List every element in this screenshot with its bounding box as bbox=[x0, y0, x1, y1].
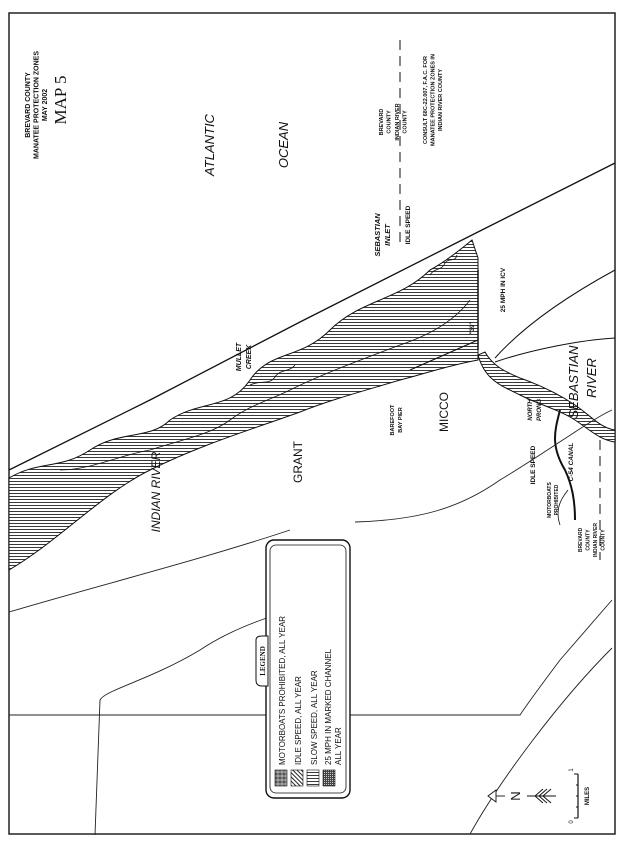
legend-swatch-25-mph bbox=[322, 769, 336, 787]
scale-start: 0 bbox=[569, 820, 575, 824]
county-label: COUNTY bbox=[387, 110, 393, 134]
road-3 bbox=[94, 609, 291, 836]
note-line-2: MANATEE PROTECTION ZONES IN bbox=[431, 54, 437, 146]
title-line-3: MAY 2002 bbox=[42, 89, 49, 121]
label-barefoot-1: BAREFOOT bbox=[390, 404, 396, 436]
label-sebastian-river-2: RIVER bbox=[584, 358, 599, 398]
scale-end: 1 bbox=[569, 768, 575, 772]
note-line-3: INDIAN RIVER COUNTY bbox=[438, 69, 444, 131]
legend-label-slow-speed: SLOW SPEED, ALL YEAR bbox=[310, 670, 319, 765]
motorboats-leader bbox=[557, 489, 569, 526]
label-mullet-creek-2: CREEK bbox=[246, 344, 253, 369]
label-grant: GRANT bbox=[291, 440, 305, 483]
annotation-idle-speed-inlet: IDLE SPEED bbox=[405, 205, 412, 244]
legend-label-idle-speed: IDLE SPEED, ALL YEAR bbox=[294, 676, 303, 765]
label-c54-canal: C-54 CANAL bbox=[568, 443, 575, 482]
annotation-idle-speed-canal: IDLE SPEED bbox=[530, 445, 537, 484]
title-line-1: BREVARD COUNTY bbox=[25, 72, 32, 138]
label-indian-river: INDIAN RIVER bbox=[149, 451, 163, 532]
legend-swatch-motorboats-prohibited bbox=[274, 769, 288, 787]
scale-unit: MILES bbox=[585, 787, 591, 805]
annotation-motorboats-1: MOTORBOATS bbox=[547, 482, 553, 518]
c54-canal bbox=[554, 409, 576, 521]
brevard-label: BREVARD bbox=[578, 527, 584, 552]
brevard-label: BREVARD bbox=[379, 109, 385, 136]
legend-label-motorboats-prohibited: MOTORBOATS PROHIBITED, ALL YEAR bbox=[278, 616, 287, 765]
map-number: MAP 5 bbox=[51, 76, 70, 125]
north-arrow: N bbox=[487, 788, 556, 804]
label-sebastian-inlet-2: INLET bbox=[383, 223, 392, 246]
legend-swatch-idle-speed bbox=[290, 769, 304, 787]
indian-river-label: INDIAN RIVER bbox=[593, 523, 599, 557]
coastline bbox=[8, 162, 616, 471]
label-ocean: OCEAN bbox=[276, 121, 291, 168]
county-labels-top: BREVARD COUNTY INDIAN RIVER COUNTY bbox=[379, 103, 409, 140]
indian-river-slow-speed-zone bbox=[8, 239, 479, 571]
label-north-prong-1: NORTH bbox=[528, 399, 534, 421]
road-1 bbox=[8, 529, 291, 613]
north-label: N bbox=[508, 791, 523, 800]
sebastian-river-zone bbox=[477, 351, 616, 443]
label-barefoot-2: BAY PIER bbox=[398, 407, 404, 432]
county-labels-bottom: BREVARD COUNTY INDIAN RIVER COUNTY bbox=[578, 523, 607, 557]
lagoon-island-edge bbox=[59, 299, 471, 471]
legend-title: LEGEND bbox=[259, 646, 267, 676]
road-5 bbox=[469, 647, 613, 835]
consult-note: CONSULT 68C-22.007, F.A.C. FOR MANATEE P… bbox=[423, 54, 444, 146]
annotation-motorboats-2: PROHIBITED bbox=[554, 484, 560, 515]
road-2 bbox=[354, 409, 613, 523]
title-block: BREVARD COUNTY MANATEE PROTECTION ZONES … bbox=[25, 51, 70, 159]
mullet-creek-shoreline bbox=[249, 254, 458, 386]
channel-marker-line bbox=[409, 339, 479, 371]
road-4 bbox=[9, 599, 613, 716]
county-label: COUNTY bbox=[586, 529, 592, 551]
legend-label-25-mph: 25 MPH IN MARKED CHANNEL bbox=[324, 648, 333, 765]
county-label: COUNTY bbox=[601, 529, 607, 551]
label-mullet-creek-1: MULLET bbox=[236, 342, 243, 371]
label-sebastian-inlet-1: SEBASTIAN bbox=[373, 213, 382, 257]
annotation-25-mph-icv: 25 MPH IN ICV bbox=[500, 267, 507, 312]
indian-river-label: INDIAN RIVER bbox=[395, 103, 401, 140]
sebastian-river-bank bbox=[494, 269, 616, 359]
note-line-1: CONSULT 68C-22.007, F.A.C. FOR bbox=[423, 56, 429, 144]
label-sebastian-river-1: SEBASTIAN bbox=[566, 345, 581, 419]
north-arrowhead-icon bbox=[487, 789, 497, 803]
county-label: COUNTY bbox=[403, 110, 409, 134]
label-atlantic: ATLANTIC bbox=[202, 113, 217, 176]
legend-swatch-slow-speed bbox=[306, 769, 320, 787]
label-north-prong-2: PRONG bbox=[537, 399, 543, 421]
sebastian-river-bank-2 bbox=[494, 337, 616, 363]
annotation-marker-39: "39" bbox=[470, 322, 476, 335]
scale-bar: 0 1 MILES bbox=[569, 768, 591, 824]
legend: LEGEND MOTORBOATS PROHIBITED, ALL YEAR I… bbox=[255, 539, 351, 799]
north-arrow-feather-icon bbox=[527, 788, 556, 804]
title-line-2: MANATEE PROTECTION ZONES bbox=[34, 51, 41, 159]
label-micco: MICCO bbox=[437, 392, 451, 432]
legend-label-25-mph-2: ALL YEAR bbox=[334, 727, 343, 765]
